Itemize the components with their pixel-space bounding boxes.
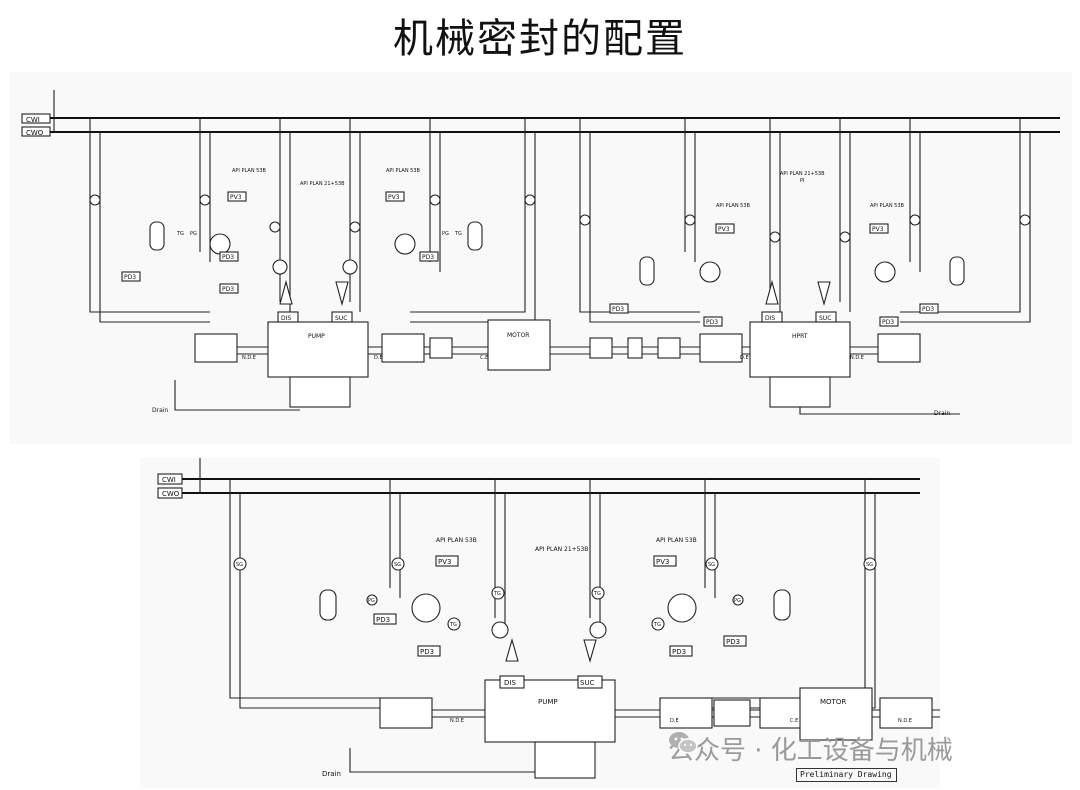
- plan-label-3: API PLAN 53B: [232, 168, 267, 174]
- sg-tag: SG: [866, 562, 873, 568]
- sg-tag: SG: [236, 562, 243, 568]
- pd3-tag: PD3: [706, 319, 718, 326]
- pd3-tag: PD3: [612, 306, 624, 313]
- pump-body: [484, 679, 616, 743]
- end-label: C.E: [480, 355, 488, 361]
- top-seal-diagram: CWI CWO API PLAN 21+53B API PLAN 21+53: [10, 72, 1072, 444]
- pg-tag: PG: [734, 598, 741, 604]
- cwi-label: CWI: [26, 116, 40, 124]
- dis-nozzle-label: DIS: [765, 315, 775, 322]
- suc-nozzle-label: SUC: [580, 679, 595, 687]
- watermark-text: 公众号 · 化工设备与机械: [668, 735, 953, 766]
- plan-label-5: API PLAN 53B: [716, 203, 751, 209]
- end-label: N.D.E: [850, 355, 864, 361]
- motor-label: MOTOR: [820, 698, 846, 706]
- pd3-tag: PD3: [222, 254, 234, 261]
- pd3-tag: PD3: [672, 648, 686, 656]
- pv3-tag: PV3: [718, 226, 730, 233]
- tg-tag: TG: [454, 231, 462, 237]
- end-label: D.E: [670, 718, 679, 724]
- motor-body: [487, 319, 551, 371]
- pg-tag: PG: [190, 231, 197, 237]
- plan-label-1: API PLAN 53B: [436, 537, 477, 544]
- pump-label: PUMP: [308, 333, 325, 340]
- pump-label: PUMP: [538, 698, 558, 706]
- pg-tag: PG: [442, 231, 449, 237]
- end-label: C.E: [790, 718, 798, 724]
- pv3-tag: PV3: [230, 194, 242, 201]
- plan-label-2: API PLAN 21+53B: [535, 546, 588, 553]
- tg-tag: TG: [449, 622, 457, 628]
- suc-nozzle-label: SUC: [819, 315, 831, 322]
- pd3-tag: PD3: [726, 638, 740, 646]
- suc-nozzle-label: SUC: [335, 315, 347, 322]
- bottom-seal-diagram: CWI CWO SG SG SG SG TG TG TG TG PG PG AP…: [140, 458, 940, 788]
- drain-label: Drain: [322, 770, 341, 778]
- cwo-label: CWO: [26, 129, 44, 137]
- sg-tag: SG: [708, 562, 715, 568]
- end-label: N.D.E: [898, 718, 912, 724]
- drain-label: Drain: [152, 407, 168, 414]
- preliminary-drawing-stamp: Preliminary Drawing: [796, 768, 897, 782]
- pd3-tag: PD3: [376, 616, 390, 624]
- end-label: N.D.E: [242, 355, 256, 361]
- plan-label-2: API PLAN 21+53B: [780, 171, 825, 177]
- pd3-tag: PD3: [222, 286, 234, 293]
- plan-label-4: API PLAN 53B: [386, 168, 421, 174]
- hprt-label: HPRT: [792, 333, 808, 340]
- drain-label: Drain: [934, 410, 950, 417]
- sg-tag: SG: [394, 562, 401, 568]
- dis-nozzle-label: DIS: [504, 679, 516, 687]
- pd3-tag: PD3: [420, 648, 434, 656]
- pv3-tag: PV3: [656, 558, 669, 566]
- dis-nozzle-label: DIS: [281, 315, 291, 322]
- watermark: 公众号 · 化工设备与机械: [668, 730, 1068, 766]
- tg-tag: TG: [593, 591, 601, 597]
- plan-label-6: API PLAN 53B: [870, 203, 905, 209]
- plan-label-1: API PLAN 21+53B: [300, 181, 345, 187]
- plan-label-3: API PLAN 53B: [656, 537, 697, 544]
- pv3-tag: PV3: [872, 226, 884, 233]
- pv3-tag: PV3: [388, 194, 400, 201]
- tg-tag: TG: [493, 591, 501, 597]
- cwo-label: CWO: [162, 490, 180, 498]
- end-label: D.E: [374, 355, 383, 361]
- end-label: N.D.E: [450, 718, 464, 724]
- pv3-tag: PV3: [438, 558, 451, 566]
- tg-tag: TG: [176, 231, 184, 237]
- page-title: 机械密封的配置: [393, 16, 687, 62]
- motor-label: MOTOR: [507, 332, 529, 339]
- tg-tag: TG: [653, 622, 661, 628]
- hprt-body: [749, 321, 851, 378]
- motor-body: [799, 687, 873, 741]
- pd3-tag: PD3: [422, 254, 434, 261]
- pg-tag: PG: [368, 598, 375, 604]
- pi-tag: PI: [800, 178, 805, 184]
- cwi-label: CWI: [162, 476, 176, 484]
- wechat-icon: [669, 732, 698, 754]
- pd3-tag: PD3: [882, 319, 894, 326]
- pump-body: [267, 321, 369, 378]
- end-label: D.E: [740, 355, 749, 361]
- pd3-tag: PD3: [922, 306, 934, 313]
- pd3-tag: PD3: [124, 274, 136, 281]
